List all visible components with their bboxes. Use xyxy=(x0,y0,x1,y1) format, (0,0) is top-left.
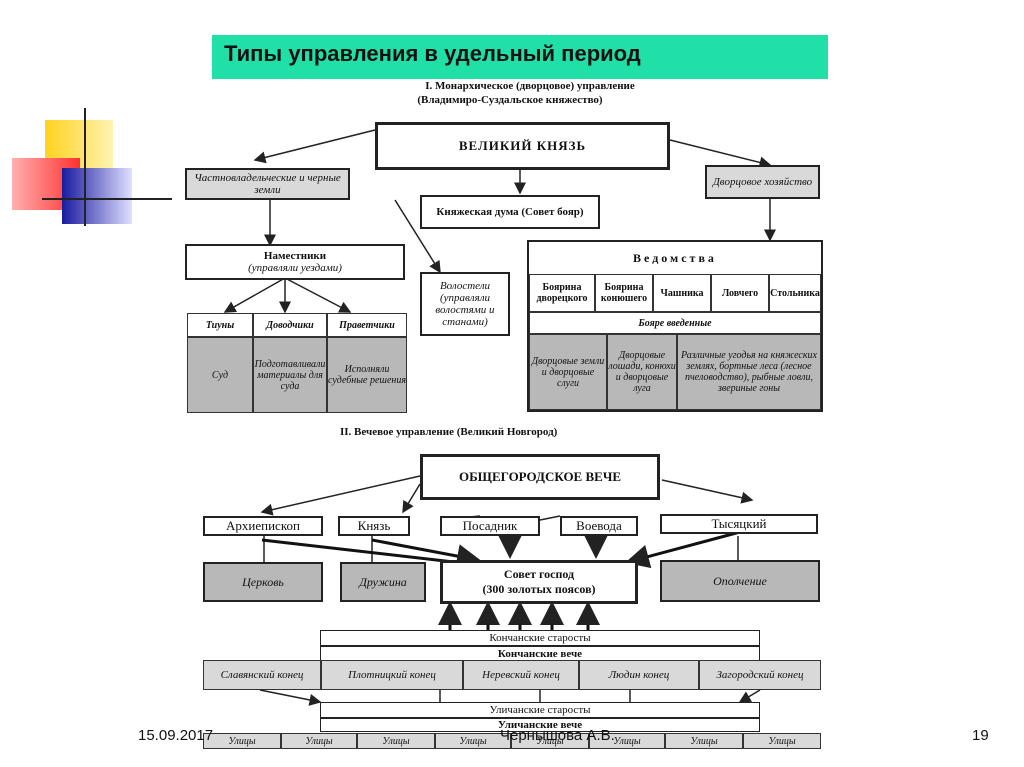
end-cell: Славянский конец xyxy=(203,660,321,690)
council-label: Совет господ xyxy=(503,567,575,581)
official-prince: Князь xyxy=(338,516,410,536)
end-cell: Людин конец xyxy=(579,660,699,690)
decor-vertical-line xyxy=(84,108,86,226)
vedomstva-header: Ведомства xyxy=(633,250,717,265)
street-cell: Улицы xyxy=(589,733,665,749)
streets-row: Улицы Улицы Улицы Улицы Улицы Улицы Улиц… xyxy=(203,733,821,749)
official-header: Тиуны xyxy=(187,313,253,337)
street-cell: Улицы xyxy=(203,733,281,749)
dept-duty: Дворцовые лошади, конюхи и дворцовые луг… xyxy=(607,334,677,410)
street-cell: Улицы xyxy=(435,733,511,749)
namestniki-note: (управляли уездами) xyxy=(248,262,342,274)
ends-row: Славянский конец Плотницкий конец Неревс… xyxy=(203,660,821,690)
konchan-veche-box: Кончанские вече xyxy=(320,646,760,662)
decor-horizontal-line xyxy=(42,198,172,200)
official-voevoda: Воевода xyxy=(560,516,638,536)
decor-blue-square xyxy=(62,168,132,224)
church-box: Церковь xyxy=(203,562,323,602)
council-note: (300 золотых поясов) xyxy=(482,582,596,596)
slide-title: Типы управления в удельный период xyxy=(212,35,828,79)
street-cell: Улицы xyxy=(357,733,435,749)
footer-author: Чернышова А.В. xyxy=(500,727,615,744)
duma-box: Княжеская дума (Совет бояр) xyxy=(420,195,600,229)
volosteli-box: Волостели (управляли волостями и станами… xyxy=(420,272,510,336)
end-cell: Плотницкий конец xyxy=(321,660,463,690)
namestniki-box: Наместники (управляли уездами) xyxy=(185,244,405,280)
street-veche-box: Уличанские вече xyxy=(320,718,760,732)
druzhina-box: Дружина xyxy=(340,562,426,602)
official-archbishop: Архиепископ xyxy=(203,516,323,536)
street-cell: Улицы xyxy=(511,733,589,749)
department-cell: Чашника xyxy=(653,274,711,312)
official-header: Праветчики xyxy=(327,313,407,337)
boyars-introduced: Бояре введенные xyxy=(529,312,821,334)
street-cell: Улицы xyxy=(743,733,821,749)
street-elders-box: Уличанские старосты xyxy=(320,702,760,718)
private-lands-box: Частновладельческие и черные земли xyxy=(185,168,350,200)
vedomstva-block: Ведомства Боярина дворецкого Боярина кон… xyxy=(527,240,823,412)
official-posadnik: Посадник xyxy=(440,516,540,536)
footer-page-number: 19 xyxy=(972,727,989,744)
section1-heading: I. Монархическое (дворцовое) управление xyxy=(425,80,635,92)
council-box: Совет господ (300 золотых поясов) xyxy=(440,560,638,604)
militia-box: Ополчение xyxy=(660,560,820,602)
namestniki-label: Наместники xyxy=(263,250,327,262)
official-duty: Исполняли судебные решения xyxy=(327,337,407,413)
veche-box: ОБЩЕГОРОДСКОЕ ВЕЧЕ xyxy=(420,454,660,500)
dept-duty: Различные угодья на княжеских землях, бо… xyxy=(677,334,821,410)
section2-heading: II. Вечевое управление (Великий Новгород… xyxy=(340,426,558,438)
street-cell: Улицы xyxy=(665,733,743,749)
official-duty: Подготавливали материалы для суда xyxy=(253,337,327,413)
department-cell: Ловчего xyxy=(711,274,769,312)
official-duty: Суд xyxy=(187,337,253,413)
department-cell: Боярина дворецкого xyxy=(529,274,595,312)
end-cell: Загородский конец xyxy=(699,660,821,690)
dept-duty: Дворцовые земли и дворцовые слуги xyxy=(529,334,607,410)
konchan-elders-box: Кончанские старосты xyxy=(320,630,760,646)
department-cell: Боярина конюшего xyxy=(595,274,653,312)
end-cell: Неревский конец xyxy=(463,660,579,690)
footer-date: 15.09.2017 xyxy=(138,727,214,744)
officials-table: Тиуны Доводчики Праветчики Суд Подготавл… xyxy=(187,313,407,413)
grand-prince-box: ВЕЛИКИЙ КНЯЗЬ xyxy=(375,122,670,170)
section1-subheading: (Владимиро-Суздальское княжество) xyxy=(417,94,603,106)
official-tysyatsky: Тысяцкий xyxy=(660,514,818,534)
court-economy-box: Дворцовое хозяйство xyxy=(705,165,820,199)
department-cell: Стольника xyxy=(769,274,821,312)
street-cell: Улицы xyxy=(281,733,357,749)
official-header: Доводчики xyxy=(253,313,327,337)
